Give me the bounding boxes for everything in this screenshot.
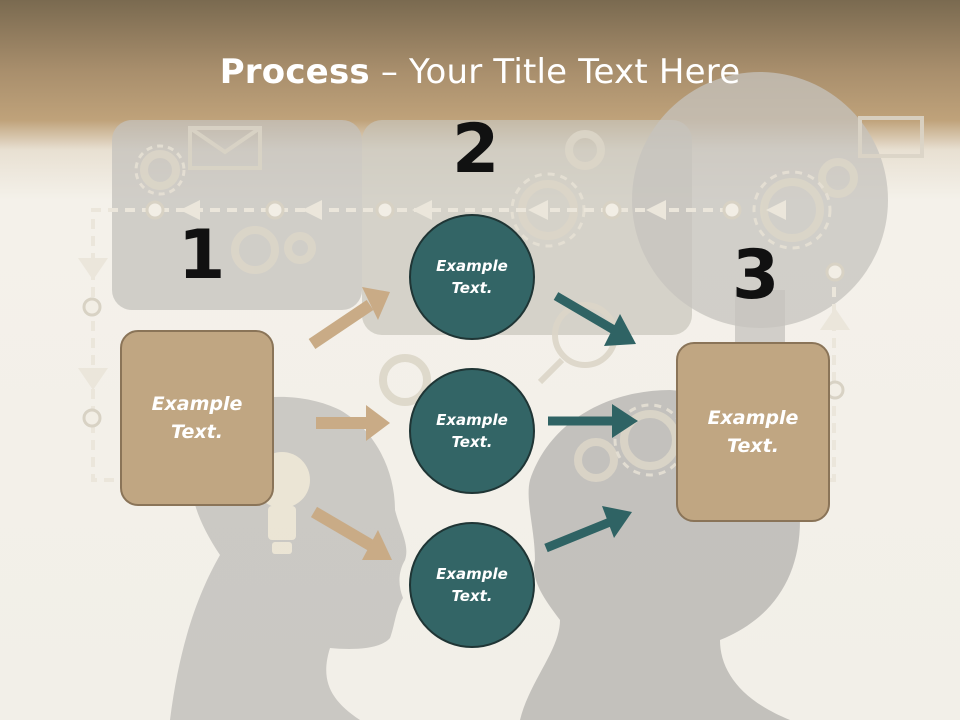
node-circle-1-label: Example Text.: [436, 256, 508, 298]
arrow-tan-down: [310, 506, 392, 560]
arrow-tan-mid: [316, 405, 390, 441]
step-box-3: Example Text.: [676, 342, 830, 522]
node-circle-2-label: Example Text.: [436, 410, 508, 452]
node-circle-2: Example Text.: [409, 368, 535, 494]
title-bold: Process: [219, 52, 370, 92]
step-number-1: 1: [178, 216, 226, 295]
arrow-teal-up: [544, 506, 632, 553]
arrow-tan-up: [308, 287, 390, 349]
arrow-teal-down: [553, 292, 636, 346]
step-number-2: 2: [452, 110, 500, 189]
node-circle-3-label: Example Text.: [436, 564, 508, 606]
step-box-1-label: Example Text.: [151, 392, 243, 444]
step-box-3-label: Example Text.: [707, 406, 799, 458]
title-rest: – Your Title Text Here: [369, 52, 741, 92]
arrow-teal-mid: [548, 404, 638, 438]
node-circle-1: Example Text.: [409, 214, 535, 340]
slide-title: Process – Your Title Text Here: [0, 52, 960, 92]
step-box-1: Example Text.: [120, 330, 274, 506]
node-circle-3: Example Text.: [409, 522, 535, 648]
step-number-3: 3: [732, 236, 780, 315]
